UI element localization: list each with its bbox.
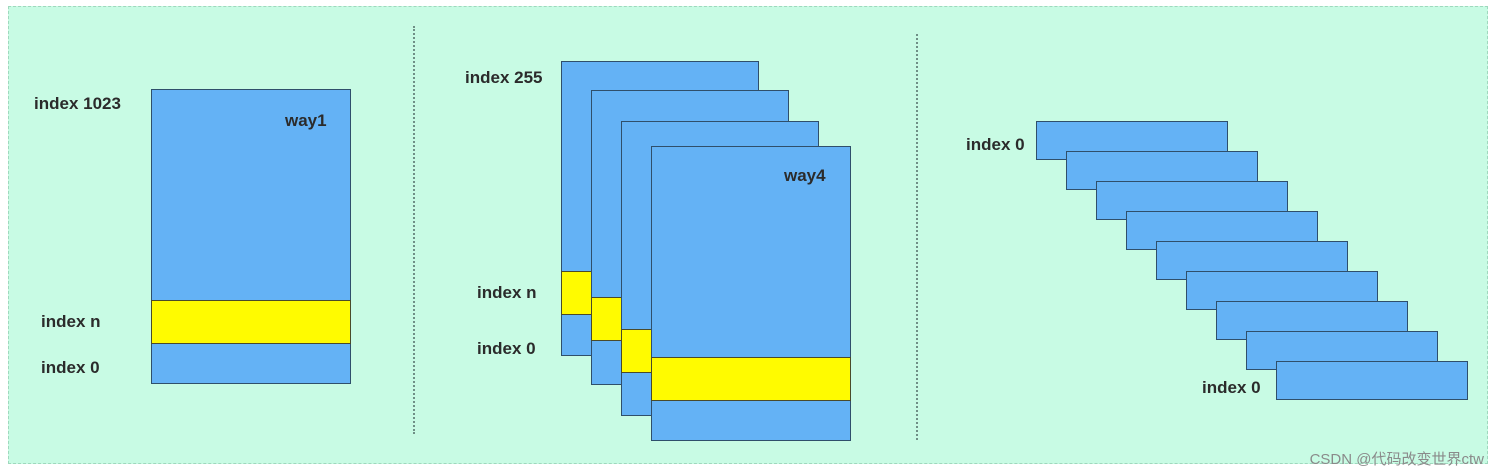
way1-label: way1 xyxy=(285,111,327,130)
panel1-index-n-label: index n xyxy=(41,312,101,331)
panel2-index-bottom-label: index 0 xyxy=(477,339,536,358)
way4-label: way4 xyxy=(784,166,826,185)
divider-right xyxy=(916,34,918,440)
panel2-index-n-label: index n xyxy=(477,283,537,302)
line-bar xyxy=(1276,361,1468,400)
panel2-index-top-label: index 255 xyxy=(465,68,543,87)
panel3-index-top-label: index 0 xyxy=(966,135,1025,154)
way-block-1-highlight xyxy=(561,271,592,315)
way-block-4-highlight xyxy=(651,357,851,401)
way-block-3-highlight xyxy=(621,329,652,373)
divider-left xyxy=(413,26,415,434)
panel3-index-bottom-label: index 0 xyxy=(1202,378,1261,397)
panel1-index-top-label: index 1023 xyxy=(34,94,121,113)
way1-index-n-highlight xyxy=(151,300,351,344)
way-block-2-highlight xyxy=(591,297,622,341)
panel1-index-bottom-label: index 0 xyxy=(41,358,100,377)
watermark: CSDN @代码改变世界ctw xyxy=(1309,451,1484,468)
